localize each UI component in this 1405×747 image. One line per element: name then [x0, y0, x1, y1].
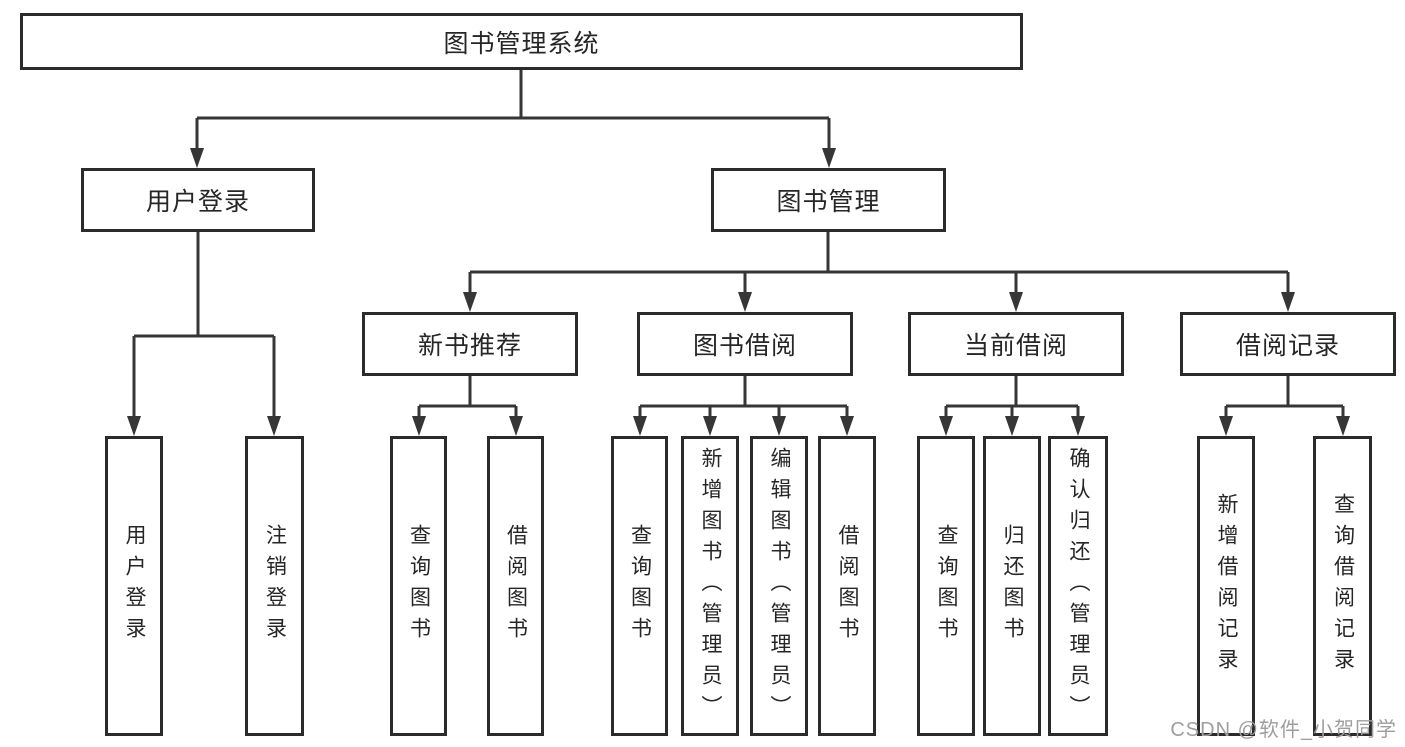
leaf-user-login: 用户登录 — [105, 436, 163, 736]
node-library-management-system: 图书管理系统 — [20, 13, 1023, 70]
node-user-login: 用户登录 — [81, 168, 315, 232]
leaf-borrow-book-under-book-borrow: 借阅图书 — [818, 436, 876, 736]
connector-root-to-level1 — [190, 70, 836, 168]
leaf-add-borrow-record: 新增借阅记录 — [1197, 436, 1255, 736]
leaf-query-book-under-current-borrow: 查询图书 — [917, 436, 975, 736]
leaf-query-borrow-record: 查询借阅记录 — [1313, 436, 1372, 736]
leaf-borrow-book-under-new-book: 借阅图书 — [487, 436, 544, 736]
node-new-book-recommend: 新书推荐 — [362, 312, 578, 376]
leaf-query-book-under-book-borrow: 查询图书 — [611, 436, 668, 736]
connector-book-borrow-to-children — [633, 376, 854, 436]
leaf-edit-book-admin: 编辑图书（管理员） — [750, 436, 808, 736]
node-book-management: 图书管理 — [711, 168, 946, 232]
leaf-return-book: 归还图书 — [983, 436, 1041, 736]
leaf-logout: 注销登录 — [245, 436, 304, 736]
connector-borrow-record-to-children — [1219, 376, 1350, 436]
connector-book-management-to-children — [463, 232, 1295, 312]
csdn-watermark: CSDN @软件_小贺同学 — [1170, 719, 1397, 741]
leaf-query-book-under-new-book: 查询图书 — [390, 436, 447, 736]
leaf-add-book-admin: 新增图书（管理员） — [681, 436, 739, 736]
leaf-confirm-return-admin: 确认归还（管理员） — [1048, 436, 1108, 736]
connector-user-login-to-children — [127, 232, 281, 436]
connector-current-borrow-to-children — [939, 376, 1085, 436]
node-book-borrow: 图书借阅 — [637, 312, 853, 376]
node-borrow-record: 借阅记录 — [1180, 312, 1396, 376]
node-current-borrow: 当前借阅 — [908, 312, 1124, 376]
connector-new-book-to-children — [412, 376, 523, 436]
